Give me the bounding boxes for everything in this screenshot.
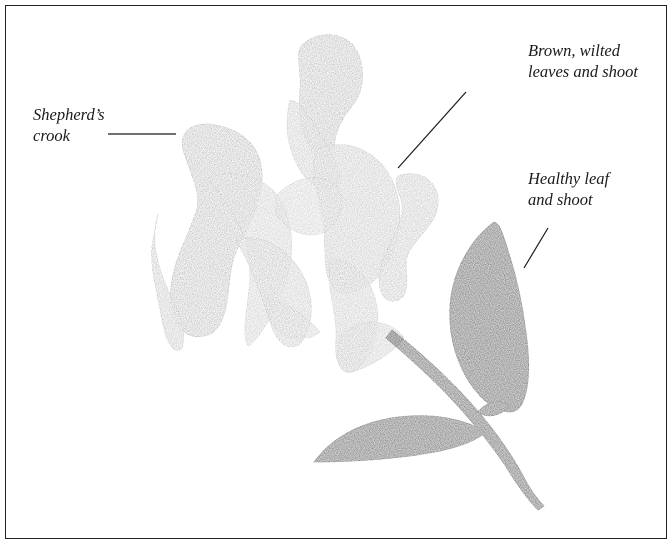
label-shepherds-crook: Shepherd’s crook [33, 104, 105, 146]
healthy-leader-line [524, 228, 548, 268]
label-healthy-line2: and shoot [528, 189, 609, 210]
label-shepherds-crook-line2: crook [33, 125, 105, 146]
label-brown-wilted: Brown, wilted leaves and shoot [528, 40, 638, 82]
label-healthy: Healthy leaf and shoot [528, 168, 609, 210]
label-healthy-line1: Healthy leaf [528, 168, 609, 189]
label-shepherds-crook-line1: Shepherd’s [33, 104, 105, 125]
label-brown-wilted-line2: leaves and shoot [528, 61, 638, 82]
wilted-leaves [152, 35, 438, 373]
brown-leader-line [398, 92, 466, 168]
label-brown-wilted-line1: Brown, wilted [528, 40, 638, 61]
